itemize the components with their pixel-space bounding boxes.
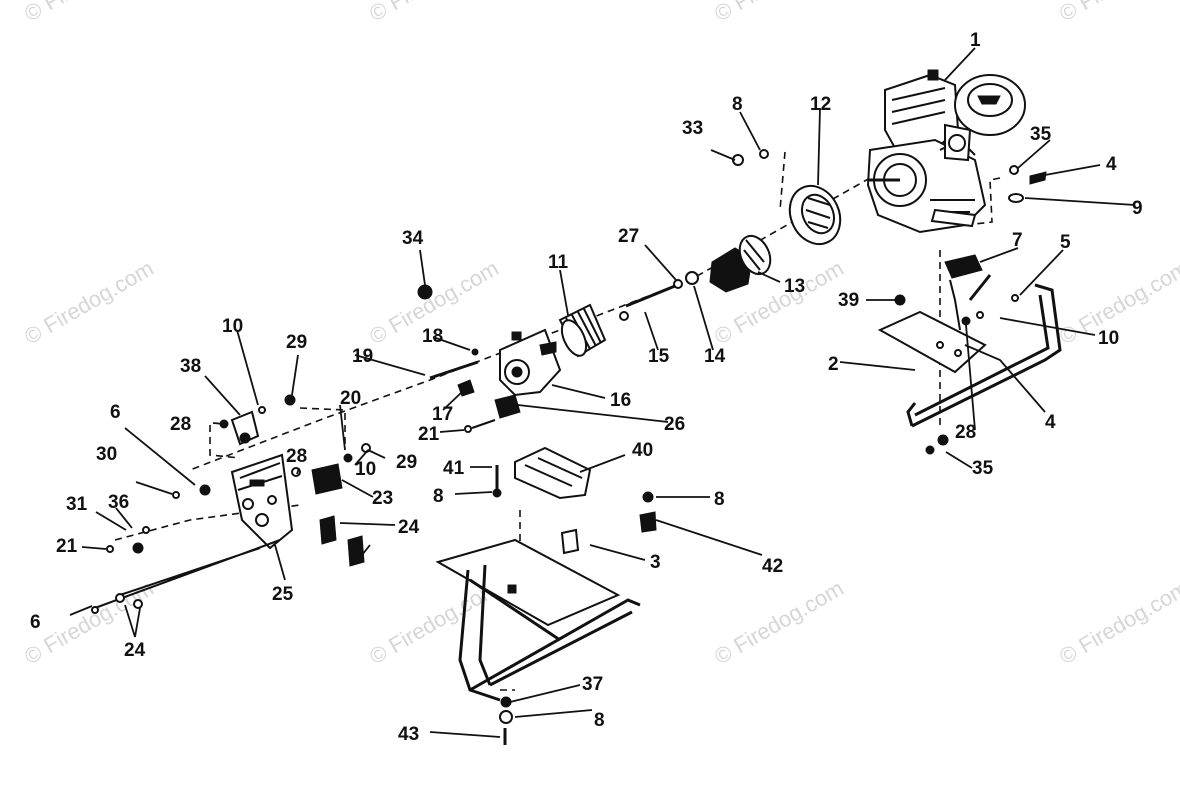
part-label-27: 27 [618,226,639,247]
panel-hardware-parts-6-21-30-31-36 [91,443,371,614]
part-label-29: 29 [396,452,417,473]
frame-axis-line [114,504,301,541]
part-label-33: 33 [682,118,703,139]
part-label-4: 4 [1106,154,1117,175]
watermark-text: © Firedog.com [1055,0,1180,26]
part-label-25: 25 [272,584,294,605]
part-label-10: 10 [222,316,243,337]
fan-housing-part-12 [788,184,842,246]
part-label-39: 39 [838,290,859,311]
part-label-5: 5 [1060,232,1071,253]
watermark-text: © Firedog.com [20,0,158,26]
leader-lines [69,47,1136,738]
stator-part-11 [558,303,607,358]
part-label-12: 12 [810,94,831,115]
part-label-8: 8 [594,710,605,731]
part-label-30: 30 [96,444,117,465]
watermark-text: © Firedog.com [710,575,848,669]
mounting-bracket-part-40 [492,446,657,533]
part-label-29: 29 [286,332,307,353]
part-label-6: 6 [110,402,121,423]
part-label-8: 8 [732,94,743,115]
assembly-axis-line [189,177,871,471]
engine-hardware-parts-4-9-35 [779,151,1047,225]
hardware-parts-14-15-27 [619,271,699,321]
part-label-35: 35 [972,458,994,479]
base-frame-right-part-2 [877,283,1062,455]
part-label-20: 20 [340,388,361,409]
watermark-text: © Firedog.com [1055,575,1180,669]
part-label-26: 26 [664,414,685,435]
part-label-24: 24 [398,517,420,538]
part-labels: 1 2 3 4 4 5 6 6 7 8 8 8 8 9 10 10 10 11 … [30,30,1143,745]
part-label-8: 8 [433,486,444,507]
watermark-text: © Firedog.com [20,255,158,349]
part-label-4: 4 [1045,412,1056,433]
part-label-11: 11 [548,252,569,273]
part-label-41: 41 [443,458,465,479]
part-label-15: 15 [648,346,670,367]
rotor-part-13 [709,234,772,293]
engine-part-1 [866,69,1026,234]
part-label-7: 7 [1012,230,1023,251]
part-label-36: 36 [108,492,129,513]
hardware-parts-8-33 [732,149,769,166]
part-label-8: 8 [714,489,725,510]
bracket-part-38 [209,394,346,459]
part-label-40: 40 [632,440,653,461]
engine-bracket-part-7 [894,254,1019,331]
watermark-text: © Firedog.com [365,0,503,26]
isolator-part-3 [560,528,580,555]
part-label-43: 43 [398,724,419,745]
part-label-19: 19 [352,346,373,367]
part-label-37: 37 [582,674,603,695]
part-label-28: 28 [955,422,976,443]
part-label-28: 28 [170,414,191,435]
part-label-14: 14 [704,346,726,367]
part-label-21: 21 [56,536,78,557]
part-label-3: 3 [650,552,661,573]
control-panel-part-25 [230,453,294,550]
part-label-21: 21 [418,424,440,445]
part-label-10: 10 [355,459,376,480]
part-label-2: 2 [828,354,839,375]
part-label-31: 31 [66,494,88,515]
part-label-34: 34 [402,228,424,249]
part-label-17: 17 [432,404,453,425]
part-label-18: 18 [422,326,443,347]
part-label-28: 28 [286,446,307,467]
part-label-13: 13 [784,276,805,297]
part-label-16: 16 [610,390,631,411]
part-label-24: 24 [124,640,146,661]
receptacles-parts-23-24 [291,463,365,567]
part-label-1: 1 [970,30,981,51]
end-bell-part-16 [499,328,562,397]
part-label-9: 9 [1132,198,1143,219]
watermark-text: © Firedog.com [710,0,848,26]
part-label-6: 6 [30,612,41,633]
part-label-42: 42 [762,556,783,577]
part-label-10: 10 [1098,328,1119,349]
part-label-35: 35 [1030,124,1052,145]
part-label-23: 23 [372,488,393,509]
part-label-38: 38 [180,356,201,377]
base-frame-left [435,538,641,745]
